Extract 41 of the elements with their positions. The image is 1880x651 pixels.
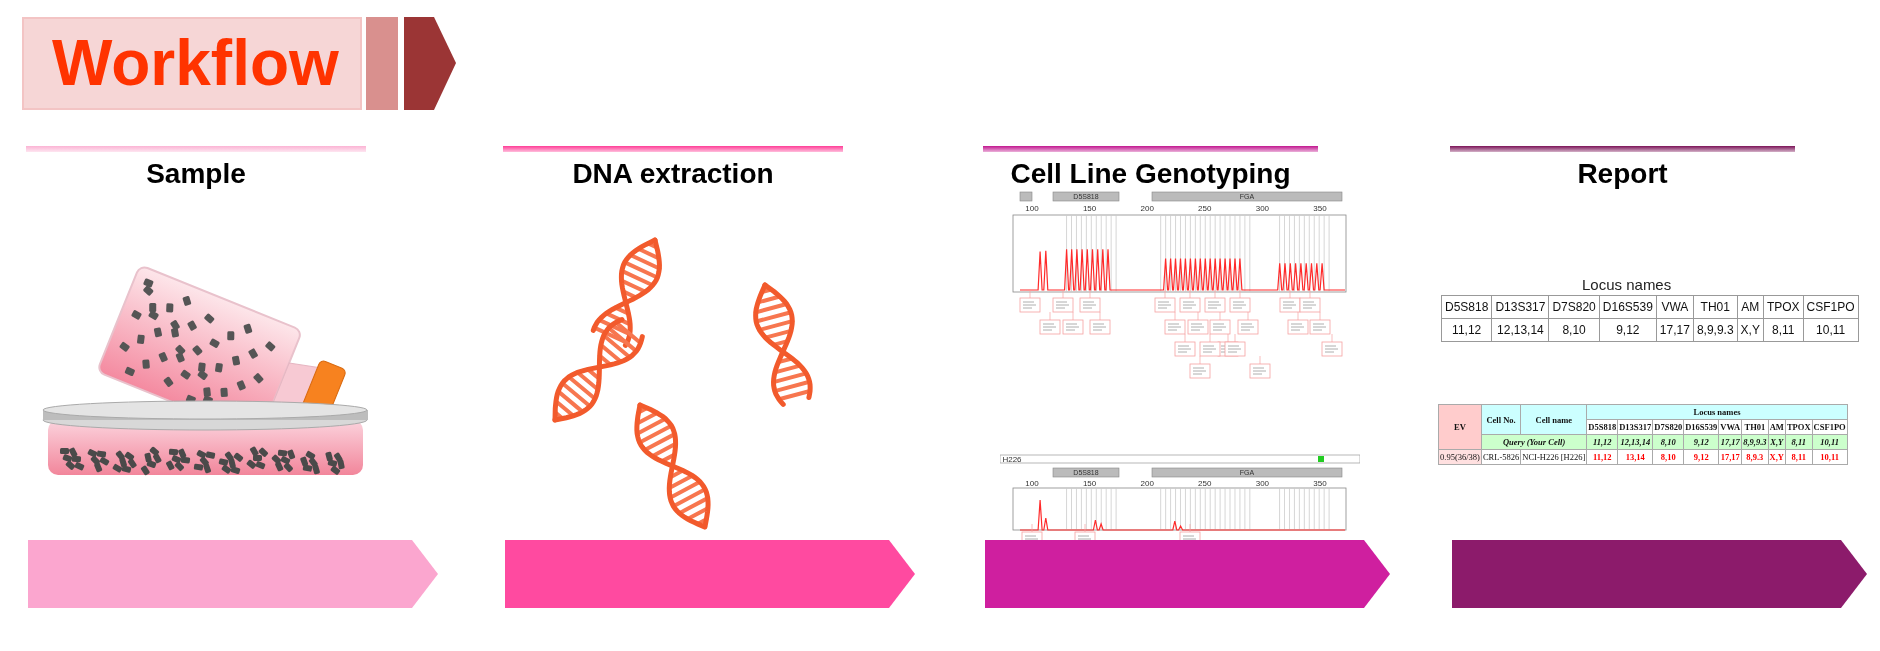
header-cell: D7S820: [1548, 295, 1600, 319]
axis-tick-label: 200: [1140, 479, 1154, 488]
axis-tick-label: 100: [1025, 479, 1039, 488]
value-cell: 12,13,14: [1491, 318, 1549, 342]
value-cell: 9,12: [1599, 318, 1657, 342]
axis-tick-label: 200: [1140, 204, 1154, 213]
header-cell: D13S317: [1491, 295, 1549, 319]
value-cell: 17,17: [1656, 318, 1694, 342]
value-cell: 11,12: [1441, 318, 1492, 342]
header-cell: Locus names: [1586, 404, 1848, 420]
header-cell: TH01: [1693, 295, 1738, 319]
title-banner: Workflow: [22, 17, 362, 110]
step-heading: DNA extraction: [571, 158, 775, 190]
header-cell: D16S539: [1599, 295, 1657, 319]
axis-tick-label: 300: [1255, 479, 1270, 488]
header-cell: Cell name: [1520, 404, 1587, 435]
header-cell: VWA: [1656, 295, 1694, 319]
header-cell: Cell No.: [1481, 404, 1521, 435]
step-heading: Cell Line Genotyping: [1009, 158, 1292, 190]
axis-tick-label: 150: [1082, 204, 1097, 213]
axis-tick-label: 350: [1313, 204, 1327, 213]
step-heading: Sample: [145, 158, 247, 190]
axis-tick-label: 150: [1082, 479, 1097, 488]
value-cell: 8,9,9.3: [1693, 318, 1738, 342]
value-cell: 8,11: [1763, 318, 1804, 342]
header-cell: CSF1PO: [1803, 295, 1859, 319]
header-cell: EV: [1438, 404, 1482, 450]
axis-tick-label: 250: [1198, 479, 1212, 488]
sample-label: H226: [1002, 455, 1022, 464]
axis-tick-label: 250: [1198, 204, 1212, 213]
axis-tick-label: 350: [1313, 479, 1327, 488]
header-cell: D5S818: [1441, 295, 1492, 319]
axis-tick-label: 100: [1025, 204, 1039, 213]
table-caption: Locus names: [1582, 276, 1672, 293]
value-cell: 10,11: [1803, 318, 1859, 342]
axis-tick-label: 300: [1255, 204, 1270, 213]
header-cell: TPOX: [1763, 295, 1804, 319]
value-cell: X,Y: [1737, 318, 1764, 342]
value-cell: 8,10: [1548, 318, 1600, 342]
step-heading: Report: [1576, 158, 1669, 190]
header-cell: AM: [1737, 295, 1764, 319]
